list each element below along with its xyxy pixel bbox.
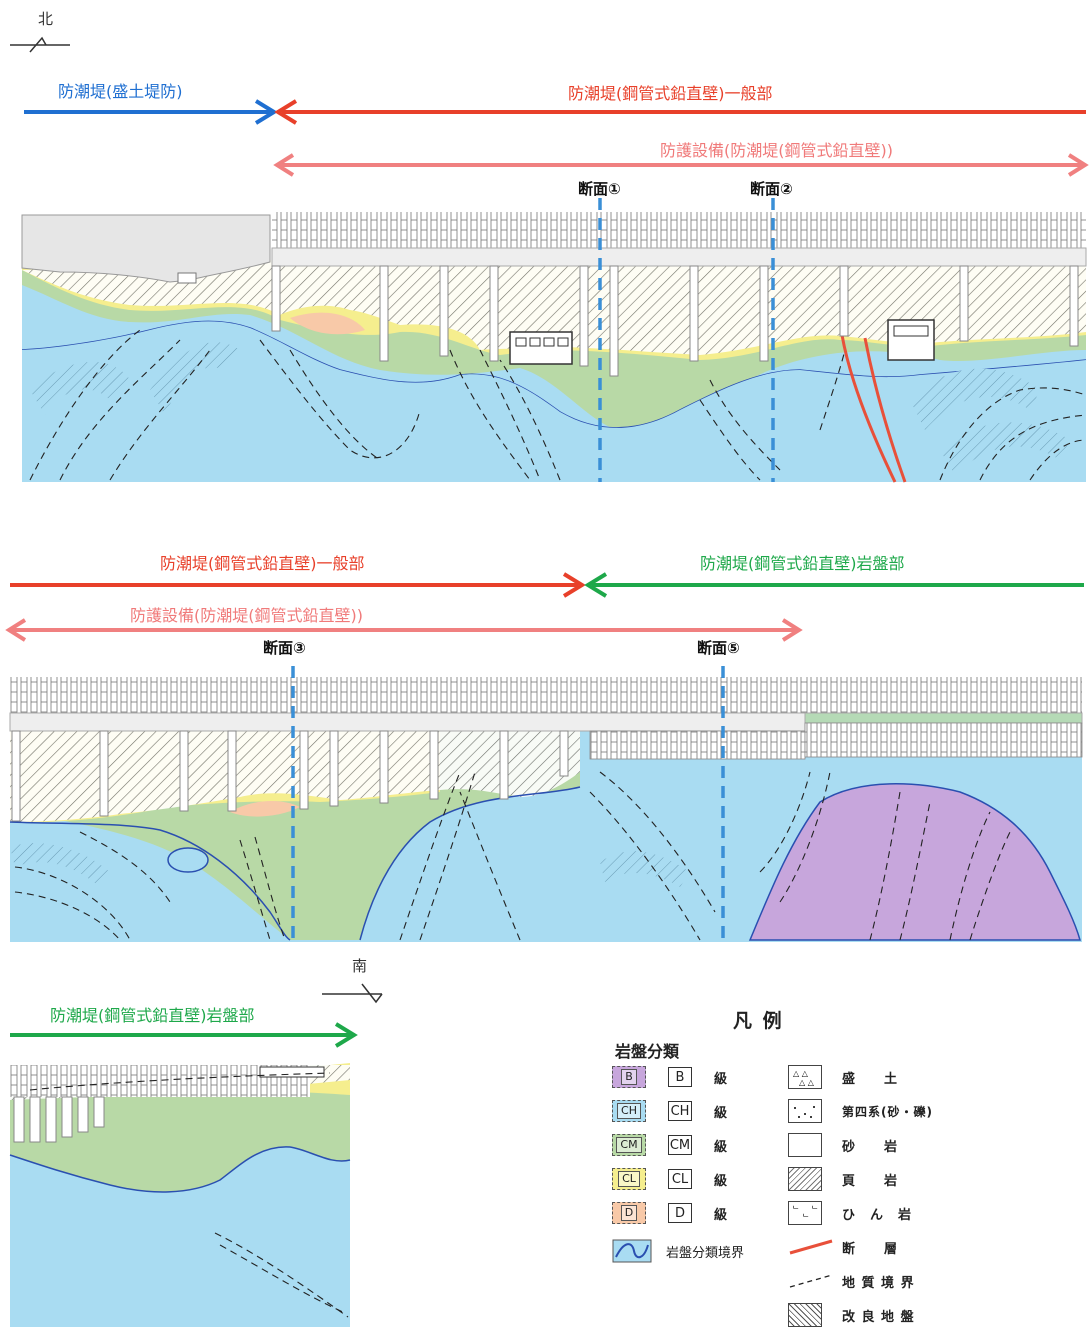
top-arrows [24, 99, 1089, 177]
bottom-cross-section [9, 1063, 351, 1327]
label-protection-middle: 防護設備(防潮堤(鋼管式鉛直壁)) [130, 606, 363, 625]
arrow-general-middle [10, 572, 586, 598]
legend-fault: 断 層 [788, 1234, 898, 1260]
label-general-top: 防潮堤(鋼管式鉛直壁)一般部 [568, 84, 773, 103]
label-rock-bottom: 防潮堤(鋼管式鉛直壁)岩盤部 [50, 1006, 255, 1025]
rock-class-heading: 岩盤分類 [615, 1042, 680, 1061]
quaternary-dots-icon [788, 1099, 822, 1123]
north-arrow-icon [10, 36, 70, 53]
section-3-label: 断面③ [263, 639, 306, 657]
swatch-d: D [612, 1202, 646, 1224]
middle-cross-section [9, 666, 1083, 942]
pile-wall-top [272, 212, 1086, 248]
fault-line-2 [863, 337, 907, 483]
legend-row-cm: CM CM 級 [612, 1132, 727, 1158]
swatch-cm: CM [612, 1134, 646, 1156]
fill-triangles-icon: △ △△ △ [788, 1065, 822, 1089]
swatch-cl: CL [612, 1168, 646, 1190]
legend-row-d: D D 級 [612, 1200, 727, 1226]
arrow-rock-bottom [10, 1022, 358, 1048]
label-protection-top: 防護設備(防潮堤(鋼管式鉛直壁)) [660, 141, 893, 160]
south-arrow-icon [322, 983, 383, 1004]
swatch-ch: CH [612, 1100, 646, 1122]
arrow-protection-middle [5, 618, 803, 642]
svg-text:ᄂ: ᄂ [811, 1205, 818, 1214]
svg-text:△ △: △ △ [799, 1078, 815, 1087]
label-embankment: 防潮堤(盛土堤防) [58, 82, 183, 101]
legend-sandstone: 砂 岩 [788, 1132, 898, 1158]
label-rock-middle: 防潮堤(鋼管式鉛直壁)岩盤部 [700, 554, 905, 573]
sandstone-blank-icon [788, 1133, 822, 1157]
legend-geologic-boundary: 地 質 境 界 [788, 1268, 915, 1294]
shale-hatch-icon [788, 1167, 822, 1191]
section-5-label: 断面⑤ [697, 639, 740, 657]
geologic-boundary-icon [789, 1274, 833, 1288]
legend-row-ch: CH CH 級 [612, 1098, 727, 1124]
middle-arrows [5, 572, 1084, 642]
swatch-b: B [612, 1066, 646, 1088]
cm-bottom [22, 321, 1086, 482]
section-1-label: 断面① [578, 180, 621, 198]
svg-text:ᄂ: ᄂ [802, 1213, 809, 1222]
legend-quaternary: 第四系(砂・礫) [788, 1098, 933, 1124]
boundary-wave-icon [612, 1239, 652, 1263]
legend-shale: 頁 岩 [788, 1166, 898, 1192]
legend-title: 凡 例 [733, 1010, 784, 1032]
legend-improved-ground: 改 良 地 盤 [788, 1302, 915, 1328]
legend-row-b: B B 級 [612, 1064, 727, 1090]
arrow-rock-middle [584, 572, 1084, 598]
culvert-structure-1 [509, 331, 573, 365]
fault-line-1 [840, 334, 897, 483]
arrow-embankment [24, 99, 278, 125]
fault-line-icon [789, 1239, 833, 1255]
shale-upper [22, 260, 1086, 355]
legend-row-cl: CL CL 級 [612, 1166, 727, 1192]
legend-row-boundary: 岩盤分類境界 [612, 1238, 744, 1264]
improved-ground-icon [788, 1303, 822, 1327]
cap-beam-top [271, 247, 1087, 267]
ch-lens [167, 847, 209, 873]
top-cross-section [21, 198, 1087, 483]
arrow-general-top [274, 99, 1086, 125]
zone-b [748, 783, 1081, 941]
section-2-label: 断面② [750, 180, 793, 198]
label-general-middle: 防潮堤(鋼管式鉛直壁)一般部 [160, 554, 365, 573]
zone-d-middle [230, 800, 300, 817]
earth-embankment [21, 214, 271, 283]
north-label: 北 [38, 10, 54, 28]
svg-text:ᄂ: ᄂ [792, 1205, 799, 1214]
legend-fill: △ △△ △ 盛 土 [788, 1064, 932, 1090]
culvert-structure-2 [887, 319, 935, 361]
svg-text:△ △: △ △ [793, 1069, 809, 1078]
arrow-protection-top [273, 153, 1089, 177]
zone-d [290, 312, 365, 335]
south-label: 南 [352, 957, 368, 975]
